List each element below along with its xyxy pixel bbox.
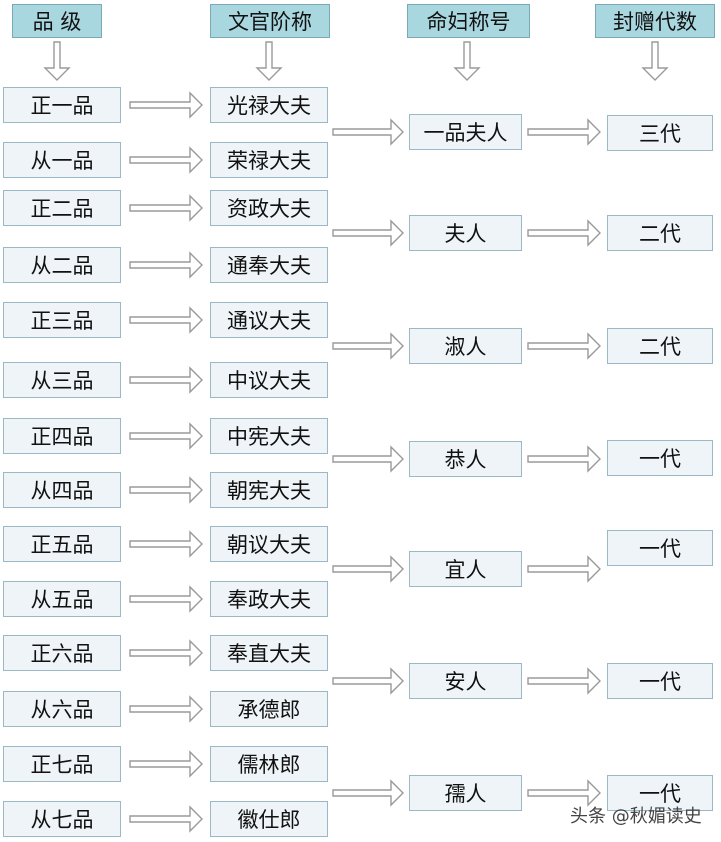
official-title-box: 荣禄大夫 xyxy=(210,142,328,178)
rank-box: 正一品 xyxy=(3,87,121,123)
rank-box: 正三品 xyxy=(3,302,121,338)
official-title-box: 中议大夫 xyxy=(210,362,328,398)
official-title-box: 奉直大夫 xyxy=(210,635,328,671)
rank-box: 正七品 xyxy=(3,746,121,782)
header-down-arrow xyxy=(453,41,481,81)
title-to-consort-arrow xyxy=(332,118,404,146)
official-title-box: 通议大夫 xyxy=(210,302,328,338)
rank-to-title-arrow xyxy=(129,366,203,394)
header-generations: 封赠代数 xyxy=(595,4,715,38)
header-official-title: 文官阶称 xyxy=(210,4,330,38)
generation-box: 一代 xyxy=(607,440,713,476)
rank-box: 正二品 xyxy=(3,190,121,226)
title-to-consort-arrow xyxy=(332,445,404,473)
rank-box: 正五品 xyxy=(3,526,121,562)
rank-box: 从一品 xyxy=(3,142,121,178)
official-title-box: 奉政大夫 xyxy=(210,581,328,617)
official-title-box: 中宪大夫 xyxy=(210,418,328,454)
consort-title-box: 孺人 xyxy=(409,775,522,811)
rank-box: 正六品 xyxy=(3,635,121,671)
title-to-consort-arrow xyxy=(332,779,404,807)
rank-to-title-arrow xyxy=(129,476,203,504)
rank-box: 从六品 xyxy=(3,691,121,727)
consort-title-box: 安人 xyxy=(409,663,522,699)
watermark: 头条 @秋媚读史 xyxy=(570,806,702,827)
official-title-box: 光禄大夫 xyxy=(210,87,328,123)
rank-to-title-arrow xyxy=(129,422,203,450)
rank-to-title-arrow xyxy=(129,306,203,334)
rank-box: 从四品 xyxy=(3,472,121,508)
generation-box: 一代 xyxy=(607,775,713,811)
official-title-box: 承德郎 xyxy=(210,691,328,727)
official-title-box: 朝议大夫 xyxy=(210,526,328,562)
consort-title-box: 淑人 xyxy=(409,328,522,364)
official-title-box: 朝宪大夫 xyxy=(210,472,328,508)
header-rank: 品 级 xyxy=(12,4,102,38)
rank-box: 正四品 xyxy=(3,418,121,454)
title-to-consort-arrow xyxy=(332,555,404,583)
consort-title-box: 宜人 xyxy=(409,551,522,587)
generation-box: 一代 xyxy=(607,663,713,699)
rank-to-title-arrow xyxy=(129,695,203,723)
title-to-consort-arrow xyxy=(332,667,404,695)
consort-to-generation-arrow xyxy=(527,445,601,473)
consort-to-generation-arrow xyxy=(527,667,601,695)
generation-box: 二代 xyxy=(607,215,713,251)
rank-to-title-arrow xyxy=(129,251,203,279)
rank-box: 从五品 xyxy=(3,581,121,617)
generation-box: 三代 xyxy=(607,115,713,151)
official-title-box: 儒林郎 xyxy=(210,746,328,782)
rank-to-title-arrow xyxy=(129,530,203,558)
consort-to-generation-arrow xyxy=(527,118,601,146)
header-down-arrow xyxy=(255,41,283,81)
consort-to-generation-arrow xyxy=(527,332,601,360)
title-to-consort-arrow xyxy=(332,219,404,247)
rank-to-title-arrow xyxy=(129,194,203,222)
consort-to-generation-arrow xyxy=(527,219,601,247)
rank-box: 从三品 xyxy=(3,362,121,398)
rank-to-title-arrow xyxy=(129,146,203,174)
rank-box: 从二品 xyxy=(3,247,121,283)
consort-title-box: 夫人 xyxy=(409,215,522,251)
consort-title-box: 一品夫人 xyxy=(409,114,522,150)
official-title-box: 徽仕郎 xyxy=(210,801,328,837)
consort-title-box: 恭人 xyxy=(409,441,522,477)
rank-box: 从七品 xyxy=(3,801,121,837)
header-consort-title: 命妇称号 xyxy=(407,4,530,38)
generation-box: 一代 xyxy=(607,530,713,566)
rank-to-title-arrow xyxy=(129,750,203,778)
title-to-consort-arrow xyxy=(332,332,404,360)
header-down-arrow xyxy=(43,41,71,81)
official-title-box: 通奉大夫 xyxy=(210,247,328,283)
rank-to-title-arrow xyxy=(129,585,203,613)
header-down-arrow xyxy=(641,41,669,81)
generation-box: 二代 xyxy=(607,328,713,364)
consort-to-generation-arrow xyxy=(527,555,601,583)
rank-to-title-arrow xyxy=(129,91,203,119)
rank-to-title-arrow xyxy=(129,805,203,833)
rank-to-title-arrow xyxy=(129,639,203,667)
official-title-box: 资政大夫 xyxy=(210,190,328,226)
